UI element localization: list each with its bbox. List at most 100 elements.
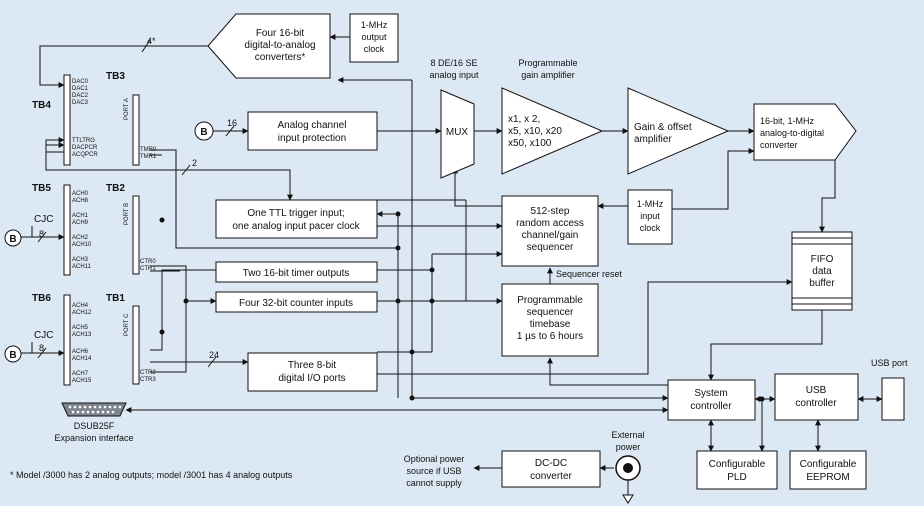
svg-text:Four 16-bit: Four 16-bit <box>256 28 305 39</box>
svg-text:gain amplifier: gain amplifier <box>521 70 575 80</box>
svg-text:CTR2: CTR2 <box>140 370 156 376</box>
svg-text:8: 8 <box>39 229 44 239</box>
svg-text:PORT B: PORT B <box>124 203 130 225</box>
adc-block: 16-bit, 1-MHz analog-to-digital converte… <box>753 103 857 161</box>
terminal-tb3: TB3 PORT A TMR0 TMR1 <box>106 71 157 166</box>
mux-block: MUX <box>440 89 475 179</box>
sequencer-block: 512-step random access channel/gain sequ… <box>501 195 599 267</box>
svg-text:DAC2: DAC2 <box>72 93 89 99</box>
svg-text:cannot supply: cannot supply <box>406 478 462 488</box>
svg-text:8 DE/16 SE: 8 DE/16 SE <box>430 58 477 68</box>
svg-text:1-MHz: 1-MHz <box>637 199 664 209</box>
svg-text:CJC: CJC <box>34 330 53 341</box>
svg-text:x50, x100: x50, x100 <box>508 138 552 149</box>
svg-text:random access: random access <box>516 218 584 229</box>
sequencer-reset-label: Sequencer reset <box>556 269 623 279</box>
dsub-pins <box>68 405 122 414</box>
svg-text:Programmable: Programmable <box>518 58 577 68</box>
cjc-inputs: CJC B CJC B <box>4 214 53 363</box>
eeprom-block: Configurable EEPROM <box>789 450 867 490</box>
svg-text:one analog input pacer clock: one analog input pacer clock <box>232 221 360 232</box>
svg-text:x1, x 2,: x1, x 2, <box>508 114 540 125</box>
analog-input-label: 8 DE/16 SE analog input <box>429 58 479 80</box>
svg-text:ACH8: ACH8 <box>72 198 89 204</box>
svg-text:DACPCR: DACPCR <box>72 145 98 151</box>
terminal-tb4: TB4 DAC0 DAC1 DAC2 DAC3 TTLTRG DACPCR AC… <box>32 74 98 166</box>
svg-text:Configurable: Configurable <box>709 459 766 470</box>
tb6-label: TB6 <box>32 293 51 304</box>
svg-text:Expansion interface: Expansion interface <box>54 433 133 443</box>
svg-text:ACH10: ACH10 <box>72 242 92 248</box>
output-clock-block: 1-MHz output clock <box>349 13 399 63</box>
usb-controller-block: USB controller <box>774 373 859 421</box>
svg-text:Four 32-bit counter inputs: Four 32-bit counter inputs <box>239 298 353 309</box>
timebase-block: Programmable sequencer timebase 1 µs to … <box>501 283 599 357</box>
svg-text:amplifier: amplifier <box>634 134 672 145</box>
svg-text:ACQPCR: ACQPCR <box>72 152 98 158</box>
dcdc-block: DC-DC converter <box>501 450 601 488</box>
fifo-block: FIFO data buffer <box>791 231 853 311</box>
gain-amplifier-block: Gain & offset amplifier <box>627 87 730 175</box>
svg-text:ACH12: ACH12 <box>72 310 92 316</box>
svg-text:CTR3: CTR3 <box>140 377 156 383</box>
bus-width-labels: 4* 16 2 8 8 24 <box>39 36 237 360</box>
svg-text:controller: controller <box>795 398 837 409</box>
pga-block: x1, x 2, x5, x10, x20 x50, x100 <box>501 87 604 175</box>
svg-text:ACH14: ACH14 <box>72 356 92 362</box>
svg-text:input: input <box>640 211 660 221</box>
junction-dots <box>159 211 765 402</box>
tb1-label: TB1 <box>106 293 125 304</box>
svg-text:ACH11: ACH11 <box>72 264 92 270</box>
svg-text:TMR1: TMR1 <box>140 154 157 160</box>
svg-text:CTR1: CTR1 <box>140 266 156 272</box>
usb-port: USB port <box>871 358 908 421</box>
svg-text:converters*: converters* <box>255 52 306 63</box>
svg-text:Configurable: Configurable <box>800 459 857 470</box>
terminal-tb1: TB1 PORT C CTR2 CTR3 <box>106 293 156 385</box>
svg-text:digital-to-analog: digital-to-analog <box>244 40 315 51</box>
svg-text:CTR0: CTR0 <box>140 259 156 265</box>
svg-text:ACH4: ACH4 <box>72 303 89 309</box>
svg-text:8: 8 <box>39 343 44 353</box>
svg-text:16-bit, 1-MHz: 16-bit, 1-MHz <box>760 116 815 126</box>
svg-text:ACH7: ACH7 <box>72 371 89 377</box>
svg-text:FIFO: FIFO <box>811 254 834 265</box>
svg-text:1 µs to 6 hours: 1 µs to 6 hours <box>517 331 583 342</box>
power-jack: External power <box>611 430 645 504</box>
terminal-tb6: TB6 ACH4 ACH12 ACH5 ACH13 ACH6 ACH14 ACH… <box>32 293 92 386</box>
svg-text:External: External <box>611 430 644 440</box>
svg-text:DAC0: DAC0 <box>72 79 89 85</box>
svg-text:ACH1: ACH1 <box>72 213 89 219</box>
svg-text:ACH5: ACH5 <box>72 325 89 331</box>
svg-text:PLD: PLD <box>727 472 746 483</box>
svg-text:input protection: input protection <box>278 133 346 144</box>
svg-text:24: 24 <box>209 350 219 360</box>
tb5-label: TB5 <box>32 183 51 194</box>
svg-text:Gain & offset: Gain & offset <box>634 122 692 133</box>
svg-text:USB port: USB port <box>871 358 908 368</box>
optional-power-label: Optional power source if USB cannot supp… <box>404 454 465 488</box>
b-symbol-top: B <box>194 121 214 141</box>
svg-text:B: B <box>9 350 16 361</box>
connection-lines <box>20 34 883 495</box>
svg-text:ACH0: ACH0 <box>72 191 89 197</box>
svg-text:B: B <box>9 234 16 245</box>
svg-text:2: 2 <box>192 158 197 168</box>
timer-outputs-block: Two 16-bit timer outputs <box>215 261 378 283</box>
svg-text:power: power <box>616 442 641 452</box>
svg-text:digital I/O ports: digital I/O ports <box>278 373 345 384</box>
svg-text:ACH6: ACH6 <box>72 349 89 355</box>
dac-block: Four 16-bit digital-to-analog converters… <box>207 13 331 79</box>
svg-text:ACH9: ACH9 <box>72 220 89 226</box>
protection-block: Analog channel input protection <box>247 111 378 151</box>
svg-text:timebase: timebase <box>530 319 571 330</box>
svg-text:TTLTRG: TTLTRG <box>72 138 95 144</box>
tb4-label: TB4 <box>32 100 51 111</box>
tb3-label: TB3 <box>106 71 125 82</box>
dsub-connector: DSUB25F Expansion interface <box>54 402 134 443</box>
svg-text:One TTL trigger input;: One TTL trigger input; <box>247 208 344 219</box>
svg-text:controller: controller <box>690 401 732 412</box>
terminal-tb2: TB2 PORT B CTR0 CTR1 <box>106 183 156 275</box>
system-controller-block: System controller <box>667 379 756 421</box>
